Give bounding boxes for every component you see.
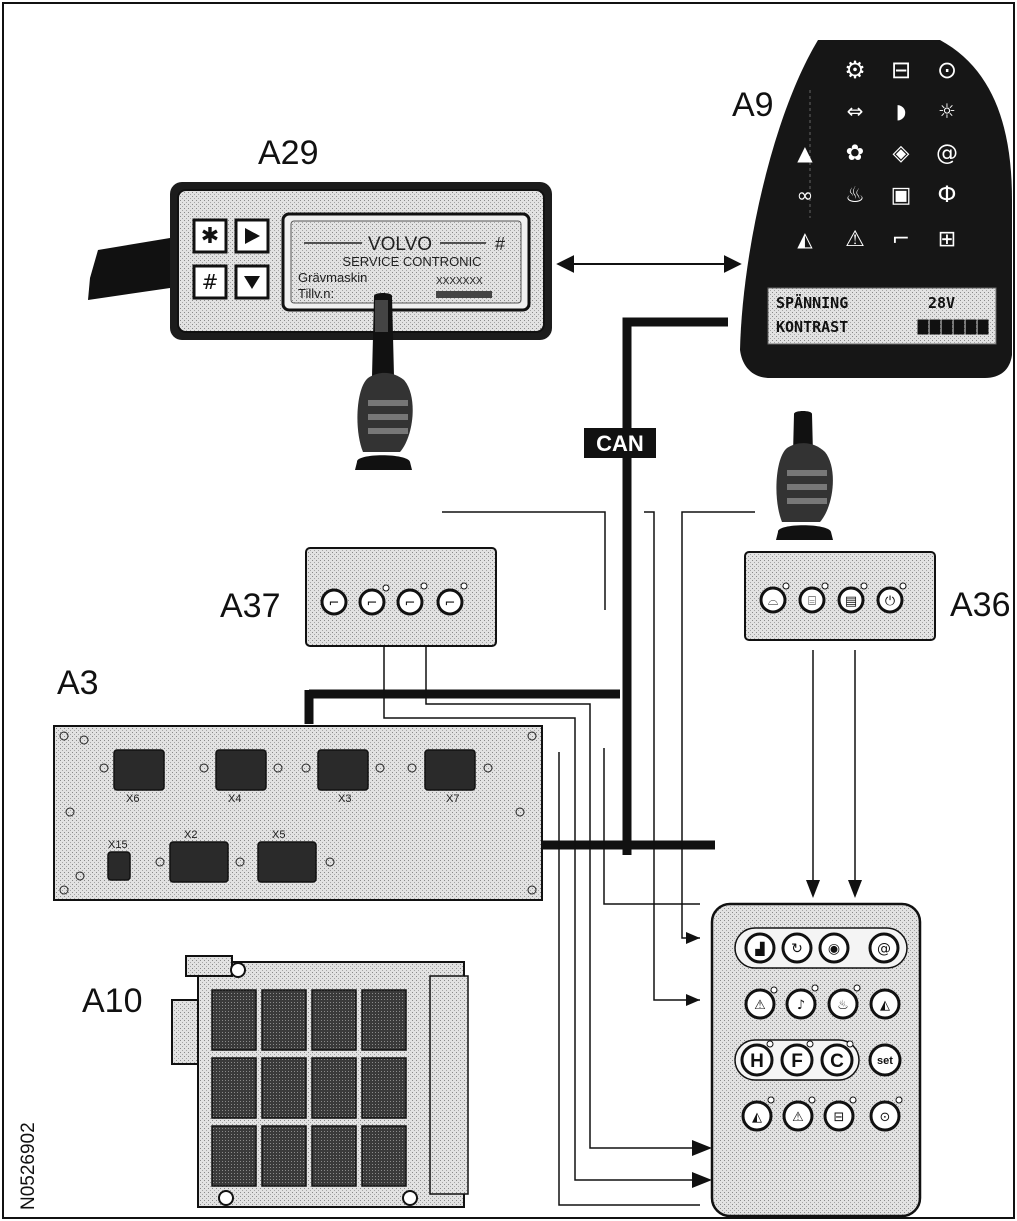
a9-icon-parking-brake-icon: ⊙ [937, 56, 957, 84]
bucket-icon: ◭ [752, 1110, 762, 1125]
connector-x3 [318, 750, 368, 790]
contrast-segment [930, 320, 940, 334]
a3-label: A3 [57, 664, 99, 702]
a9-icon-seat-icon: ▲ [797, 141, 813, 165]
a29-line2: SERVICE CONTRONIC [342, 254, 481, 269]
label-x5: X5 [272, 829, 285, 841]
a29-line1: VOLVO [368, 234, 432, 255]
a29-cable [88, 238, 170, 300]
label-x2: X2 [184, 829, 197, 841]
contrast-segment [966, 320, 976, 334]
a29-bar [436, 291, 492, 298]
a29-service-tool: ✱ # VOLVO # SERVICE CONTRONIC Grävmaskin… [88, 182, 552, 340]
figure-id: N0526902 [18, 1122, 39, 1210]
label-x3: X3 [338, 793, 351, 805]
contrast-segment [954, 320, 964, 334]
a36-door-icon: ▤ [845, 594, 857, 609]
excavator-icon: ▟ [754, 941, 765, 956]
label-x4: X4 [228, 793, 241, 805]
connector-x6 [114, 750, 164, 790]
a10-label: A10 [82, 982, 143, 1020]
turtle-icon: ◉ [828, 941, 840, 957]
asterisk-icon: ✱ [201, 224, 219, 249]
contrast-segment [942, 320, 952, 334]
a29-line4: Tillv.n: [298, 286, 334, 301]
contrast-segment [978, 320, 988, 334]
a37-boom-icon-2: ⌐ [367, 596, 378, 611]
key-f-label: F [791, 1051, 803, 1072]
warning-icon: ⚠ [754, 998, 766, 1013]
key-set-label: set [877, 1055, 893, 1067]
a3-connector-board: X6 X4 X3 X7 X15 X2 X5 [54, 726, 542, 900]
a37-boom-icon-4: ⌐ [445, 596, 456, 611]
a36-washer-icon: ⌸ [808, 594, 816, 609]
a9-icon-battery-icon: ⊞ [938, 227, 956, 252]
a9-display-unit: ⚙ ⊟ ⊙ ⇔ ◗ ☼ ▲ ✿ ◈ @ ∞ ♨ ▣ Ф ◭ ⚠ ⌐ ⊞ SPÄN… [740, 40, 1012, 378]
filter-icon: ⊟ [834, 1110, 845, 1125]
key-c-label: C [830, 1051, 844, 1072]
a9-row2-label: KONTRAST [776, 318, 848, 336]
a29-line1-suffix: # [495, 234, 505, 254]
attachment-icon: ◭ [880, 998, 890, 1013]
a9-row1-value: 28V [928, 294, 955, 312]
a10-control-unit [172, 956, 468, 1207]
a36-power-icon: ⏻ [885, 594, 895, 609]
a37-panel: ⌐ ⌐ ⌐ ⌐ [306, 548, 496, 646]
contrast-segment [918, 320, 928, 334]
a9-icon-oil-pressure-icon: ∞ [797, 183, 814, 207]
heater-icon: ♨ [837, 998, 849, 1013]
a9-icon-fuel-icon: ▣ [891, 183, 912, 208]
a9-row1-label: SPÄNNING [776, 293, 848, 312]
connector-x2 [170, 842, 228, 882]
a9-icon-warning-icon: ⚠ [845, 227, 865, 252]
label-x15: X15 [108, 839, 128, 851]
a9-icon-filter-icon: ⊟ [891, 56, 911, 84]
operator-keypad: ▟ ↻ ◉ @ ⚠ ♪ ♨ ◭ H F C set [712, 904, 920, 1216]
a9-icon-excavator-icon: ◭ [797, 227, 813, 251]
label-x7: X7 [446, 793, 459, 805]
connector-x4 [216, 750, 266, 790]
a37-boom-icon-1: ⌐ [329, 596, 340, 611]
brake-icon: ⊙ [880, 1110, 891, 1125]
connector-x15 [108, 852, 130, 880]
a9-icon-turn-signal-icon: ⇔ [847, 99, 864, 123]
a36-panel: ⌓ ⌸ ▤ ⏻ [745, 552, 935, 640]
rotate-icon: ↻ [791, 941, 803, 957]
a9-icon-brake-icon: ⚙ [844, 56, 866, 84]
a9-icon-boom-icon: ⌐ [892, 227, 910, 252]
a9-icon-hydraulic-icon: Ф [938, 183, 957, 208]
a9-icon-lights-icon: ☼ [938, 99, 956, 123]
connector-x5 [258, 842, 316, 882]
a29-label: A29 [258, 134, 319, 172]
connector-x7 [425, 750, 475, 790]
alarm-icon: ⚠ [792, 1110, 804, 1125]
keypad-row-1: ▟ ↻ ◉ @ [746, 934, 898, 962]
horn-icon: ♪ [797, 998, 805, 1013]
right-joystick [776, 411, 833, 540]
a29-line3: Grävmaskin [298, 270, 367, 285]
a9-icon-turtle-icon: ◈ [893, 141, 910, 166]
a36-label: A36 [950, 586, 1011, 624]
a9-label: A9 [732, 86, 774, 124]
a9-icon-snail-icon: @ [936, 141, 958, 166]
can-label: CAN [584, 428, 656, 458]
a9-icon-headlight-icon: ◗ [896, 99, 907, 123]
a9-icon-hare-icon: ✿ [846, 141, 864, 166]
hash-icon: # [202, 270, 219, 294]
a36-wiper-icon: ⌓ [768, 594, 778, 609]
key-h-label: H [750, 1051, 764, 1072]
a29-line3-value: XXXXXXX [436, 276, 483, 287]
a37-boom-icon-3: ⌐ [405, 596, 416, 611]
snail-icon: @ [877, 941, 891, 957]
label-x6: X6 [126, 793, 139, 805]
a37-label: A37 [220, 587, 281, 625]
a9-icon-coolant-icon: ♨ [845, 183, 865, 208]
can-text: CAN [596, 431, 644, 456]
